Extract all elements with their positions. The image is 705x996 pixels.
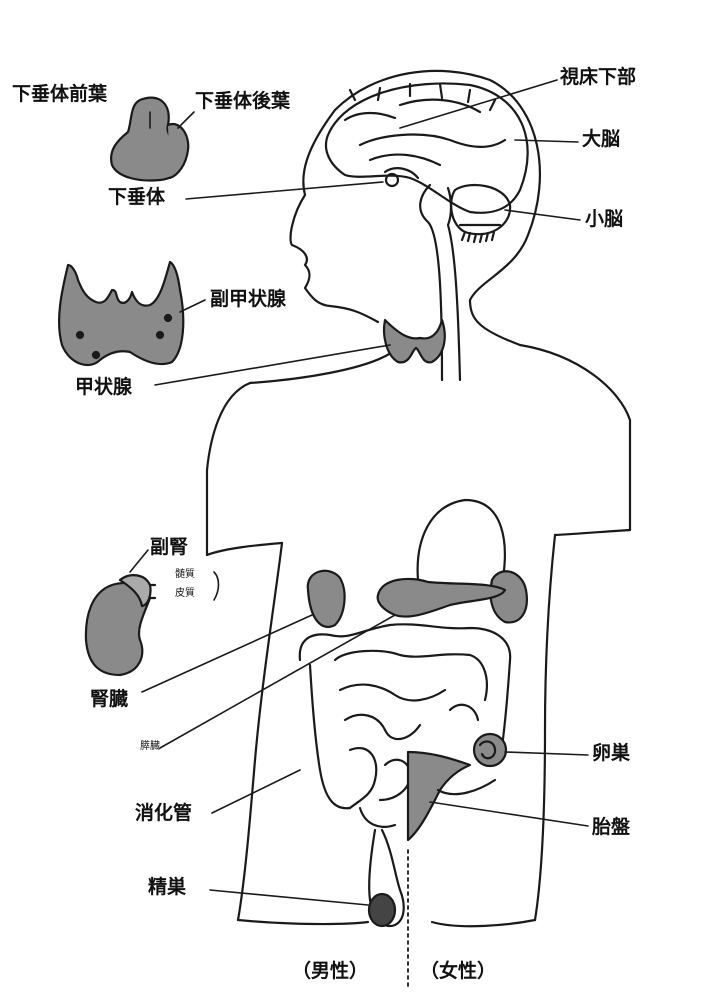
label-pituitary-anterior: 下垂体前葉: [12, 85, 107, 104]
label-parathyroid: 副甲状腺: [210, 290, 286, 309]
label-pancreas: 膵臓: [140, 742, 160, 752]
label-female: （女性）: [420, 962, 496, 981]
pituitary-detail: [111, 98, 188, 181]
label-ovary: 卵巣: [592, 744, 630, 763]
label-pituitary: 下垂体: [108, 188, 165, 207]
kidney-detail: [86, 575, 155, 675]
label-testis: 精巣: [148, 878, 186, 897]
kidney-left: [308, 571, 345, 627]
label-digestive-tract: 消化管: [135, 804, 192, 823]
label-placenta: 胎盤: [592, 818, 630, 837]
label-hypothalamus: 視床下部: [560, 68, 636, 87]
label-adrenal: 副腎: [150, 538, 188, 557]
thyroid-detail: [59, 262, 183, 365]
testis: [369, 894, 395, 926]
label-pituitary-posterior: 下垂体後葉: [195, 92, 290, 111]
label-cerebrum: 大脳: [582, 130, 620, 149]
label-kidney: 腎臓: [90, 690, 128, 709]
leader-lines: [130, 80, 588, 905]
thyroid-small: [384, 320, 445, 362]
label-cerebellum: 小脳: [585, 210, 623, 229]
digestive-tract: [300, 624, 510, 827]
label-thyroid: 甲状腺: [75, 378, 132, 397]
ovary: [474, 734, 506, 766]
label-adrenal-medulla: 髄質: [175, 570, 195, 580]
label-male: （男性）: [292, 962, 368, 981]
label-adrenal-cortex: 皮質: [175, 589, 195, 599]
pancreas: [378, 579, 505, 617]
uterus-placenta: [408, 752, 470, 840]
